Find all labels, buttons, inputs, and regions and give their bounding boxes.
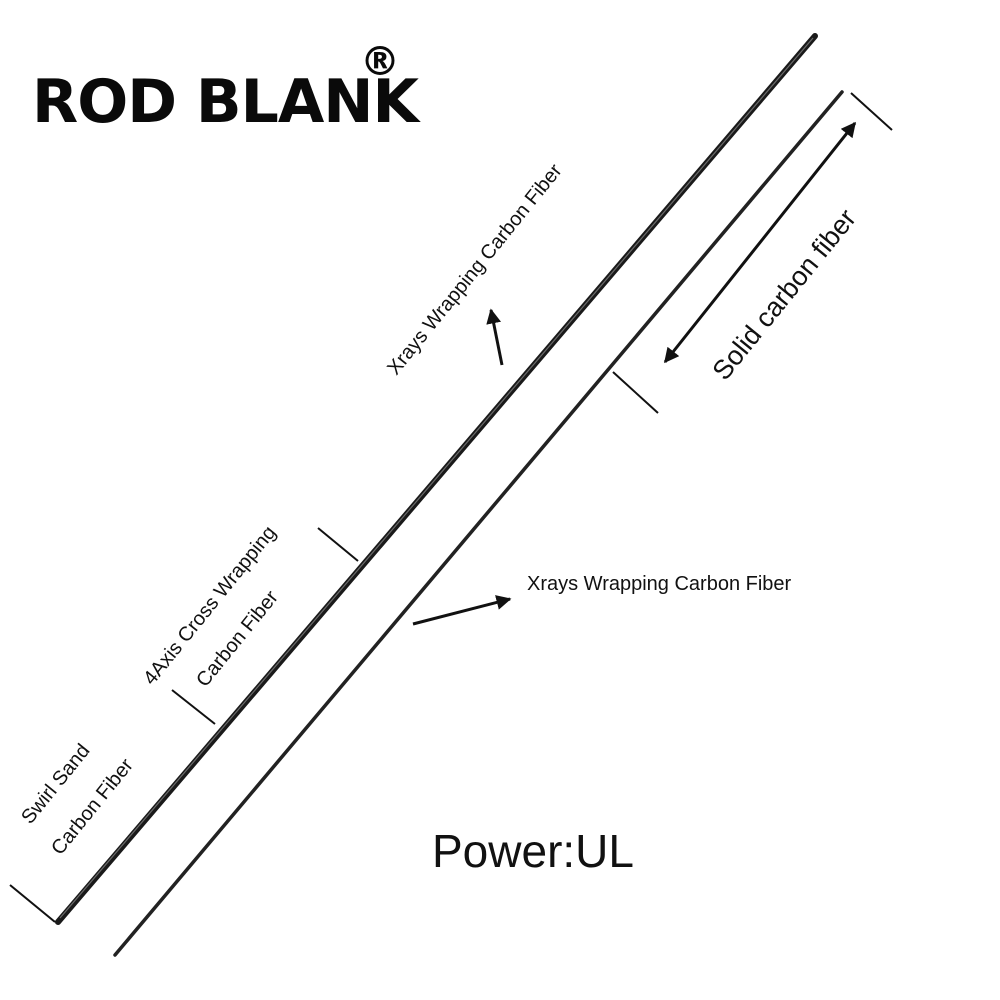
tick-butt-end — [9, 884, 56, 923]
tick-swirl-4axis — [171, 689, 216, 725]
butt-rod-highlight — [59, 37, 814, 919]
power-rating: Power:UL — [432, 825, 634, 877]
registered-mark: ® — [360, 39, 400, 85]
tick-tip-end — [850, 92, 893, 131]
arrow-solid-span — [663, 121, 857, 364]
arrow-xrays-lower — [412, 595, 512, 626]
tick-solid-start — [612, 371, 659, 414]
label-xrays-lower: Xrays Wrapping Carbon Fiber — [527, 573, 792, 595]
arrow-xrays-upper — [486, 308, 504, 366]
brand-logo: ROD BLANK — [32, 67, 419, 137]
tick-4axis-xrays — [317, 527, 359, 562]
